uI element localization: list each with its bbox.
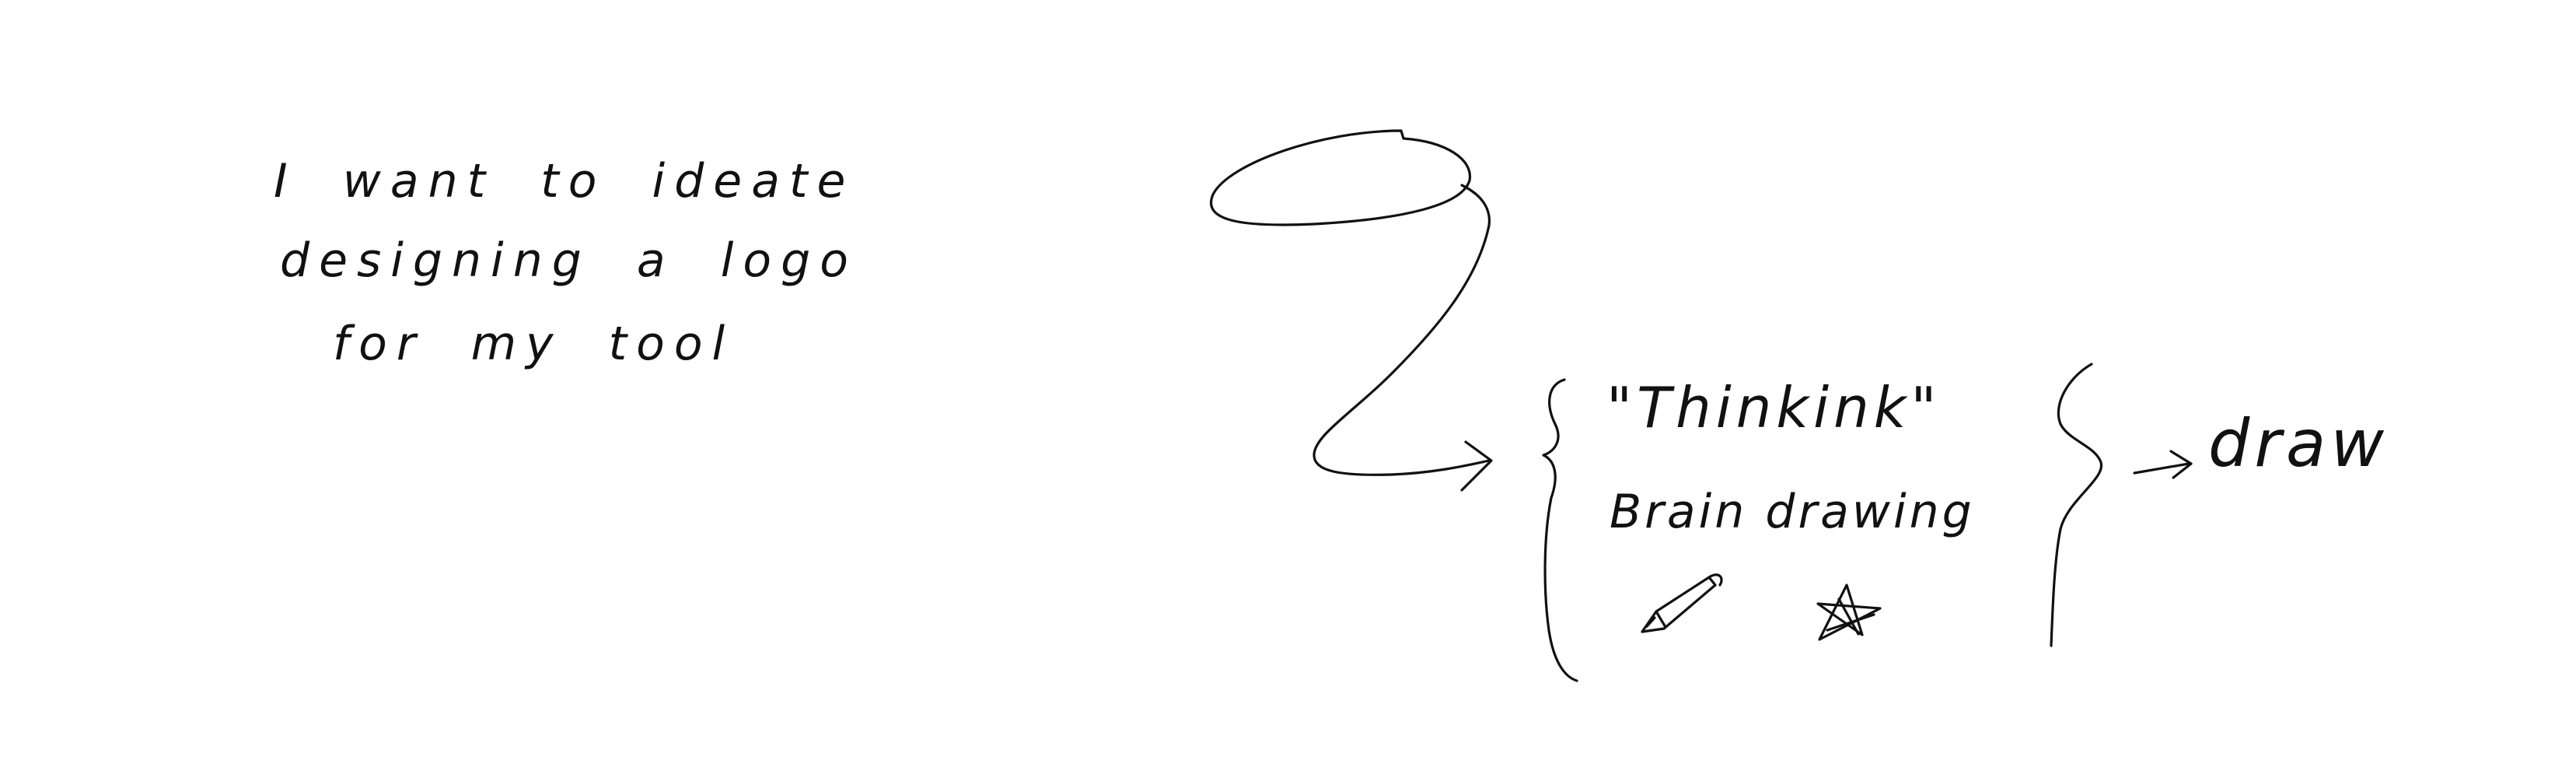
draw-arrow-shaft-stroke bbox=[2133, 462, 2190, 475]
thought-bubble-stroke bbox=[1210, 129, 1472, 226]
note-line-3: for my tool bbox=[333, 317, 735, 371]
draw-label: draw bbox=[2208, 405, 2389, 482]
connector-arrow-stroke bbox=[1312, 224, 1491, 476]
bubble-hook-stroke bbox=[1460, 184, 1491, 227]
connector-arrowhead-stroke bbox=[1460, 440, 1493, 492]
pencil-icon bbox=[1641, 573, 1723, 633]
squiggle-stroke bbox=[2050, 363, 2102, 647]
draw-arrow-head-stroke bbox=[2169, 450, 2193, 479]
star-icon bbox=[1816, 584, 1882, 641]
note-line-2: designing a logo bbox=[280, 233, 858, 288]
ideas-brace-stroke bbox=[1542, 378, 1578, 682]
idea-concept: Brain drawing bbox=[1610, 485, 1975, 539]
idea-name: "Thinkink" bbox=[1606, 375, 1942, 440]
note-line-1: I want to ideate bbox=[274, 154, 855, 209]
